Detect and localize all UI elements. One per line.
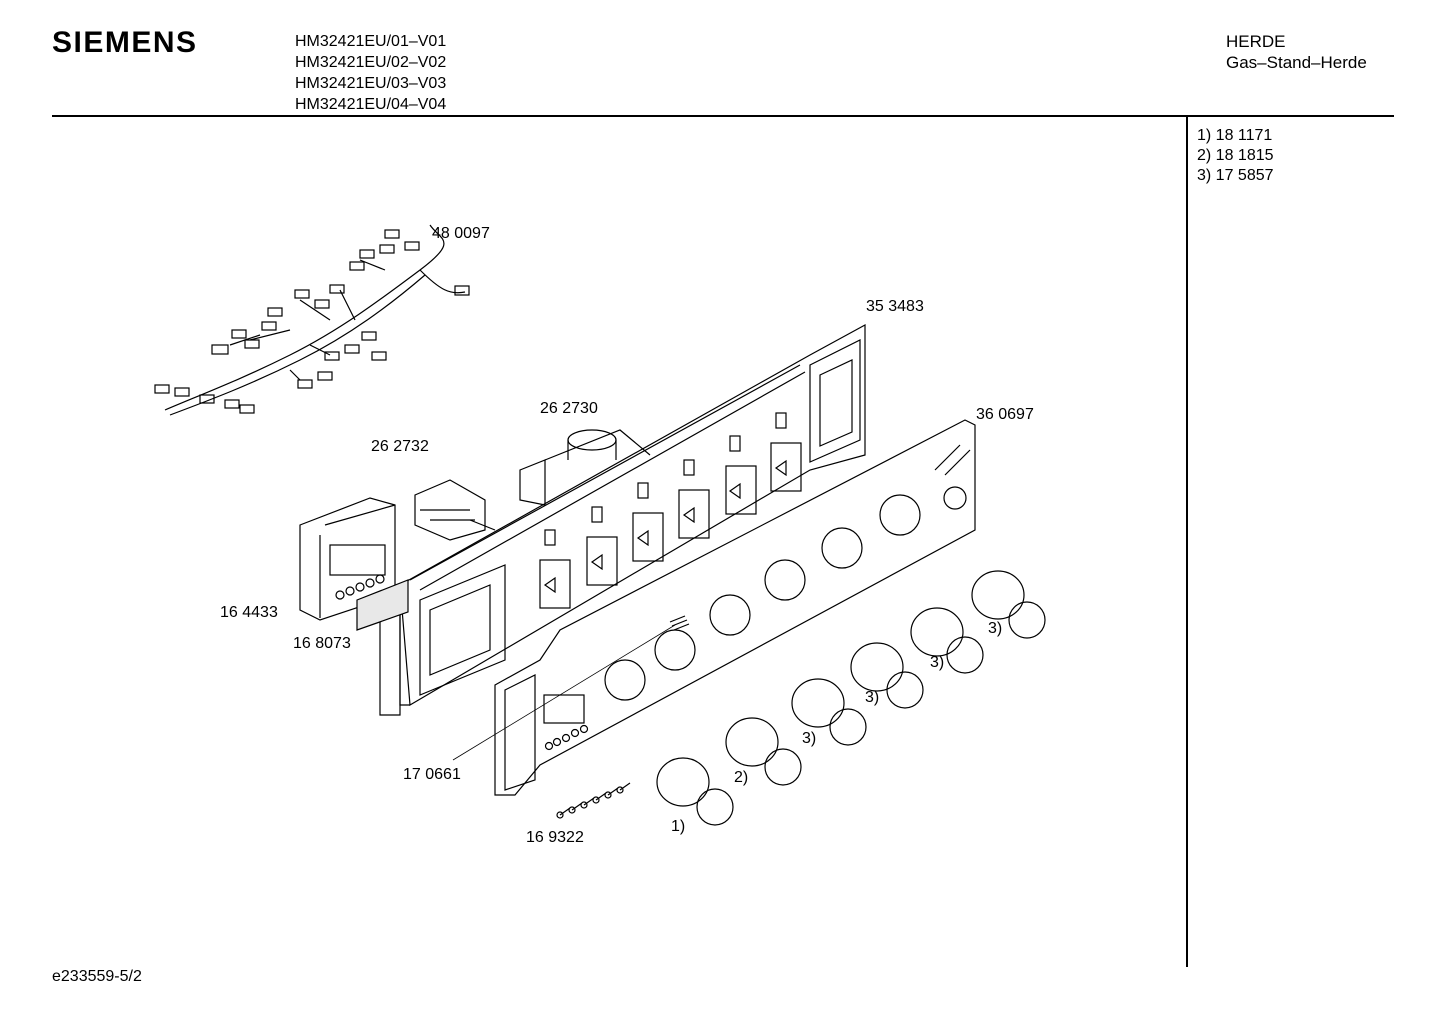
footnote-item: 1) 18 1171 (1197, 127, 1273, 144)
spring-part (452, 615, 690, 761)
document-id: e233559-5/2 (52, 968, 142, 985)
part-label-rear-panel: 35 3483 (866, 298, 924, 315)
knob-ref-label: 3) (988, 620, 1003, 637)
product-category: HERDE Gas–Stand–Herde (1226, 31, 1367, 73)
knob-ref-label: 3) (865, 689, 880, 706)
model-number: HM32421EU/02–V02 (295, 54, 447, 71)
footnote-list: 1) 18 1171 2) 18 1815 3) 17 5857 (1197, 126, 1274, 186)
model-number: HM32421EU/03–V03 (295, 75, 447, 92)
sidebar-divider (1186, 117, 1188, 967)
control-knobs (656, 570, 1046, 826)
part-label-buttons: 16 9322 (526, 829, 584, 846)
part-label-clock-unit: 16 4433 (220, 604, 278, 621)
display-window (356, 579, 409, 631)
category-subtitle: Gas–Stand–Herde (1226, 53, 1367, 72)
timer-module (519, 429, 651, 506)
model-number: HM32421EU/01–V01 (295, 33, 447, 50)
part-label-display-window: 16 8073 (293, 635, 351, 652)
push-buttons (556, 782, 631, 819)
part-label-spring: 17 0661 (403, 766, 461, 783)
knob-ref-label: 3) (930, 654, 945, 671)
exploded-view-diagram (154, 224, 1046, 826)
knob-ref-label: 2) (734, 769, 749, 786)
selector-switch (414, 479, 496, 541)
part-label-front-panel: 36 0697 (976, 406, 1034, 423)
front-fascia-panel (494, 419, 976, 796)
header-divider (52, 115, 1394, 117)
part-label-switch: 26 2732 (371, 438, 429, 455)
footnote-item: 3) 17 5857 (1197, 167, 1274, 184)
category-title: HERDE (1226, 32, 1286, 51)
rear-control-panel (379, 323, 866, 716)
model-number: HM32421EU/04–V04 (295, 96, 447, 113)
brand-logo: SIEMENS (52, 26, 198, 59)
part-label-wiring-harness: 48 0097 (432, 225, 490, 242)
part-label-timer-module: 26 2730 (540, 400, 598, 417)
wiring-harness (154, 224, 470, 416)
knob-ref-label: 1) (671, 818, 686, 835)
model-list: HM32421EU/01–V01 HM32421EU/02–V02 HM3242… (295, 31, 446, 115)
knob-ref-label: 3) (802, 730, 817, 747)
footnote-item: 2) 18 1815 (1197, 147, 1274, 164)
